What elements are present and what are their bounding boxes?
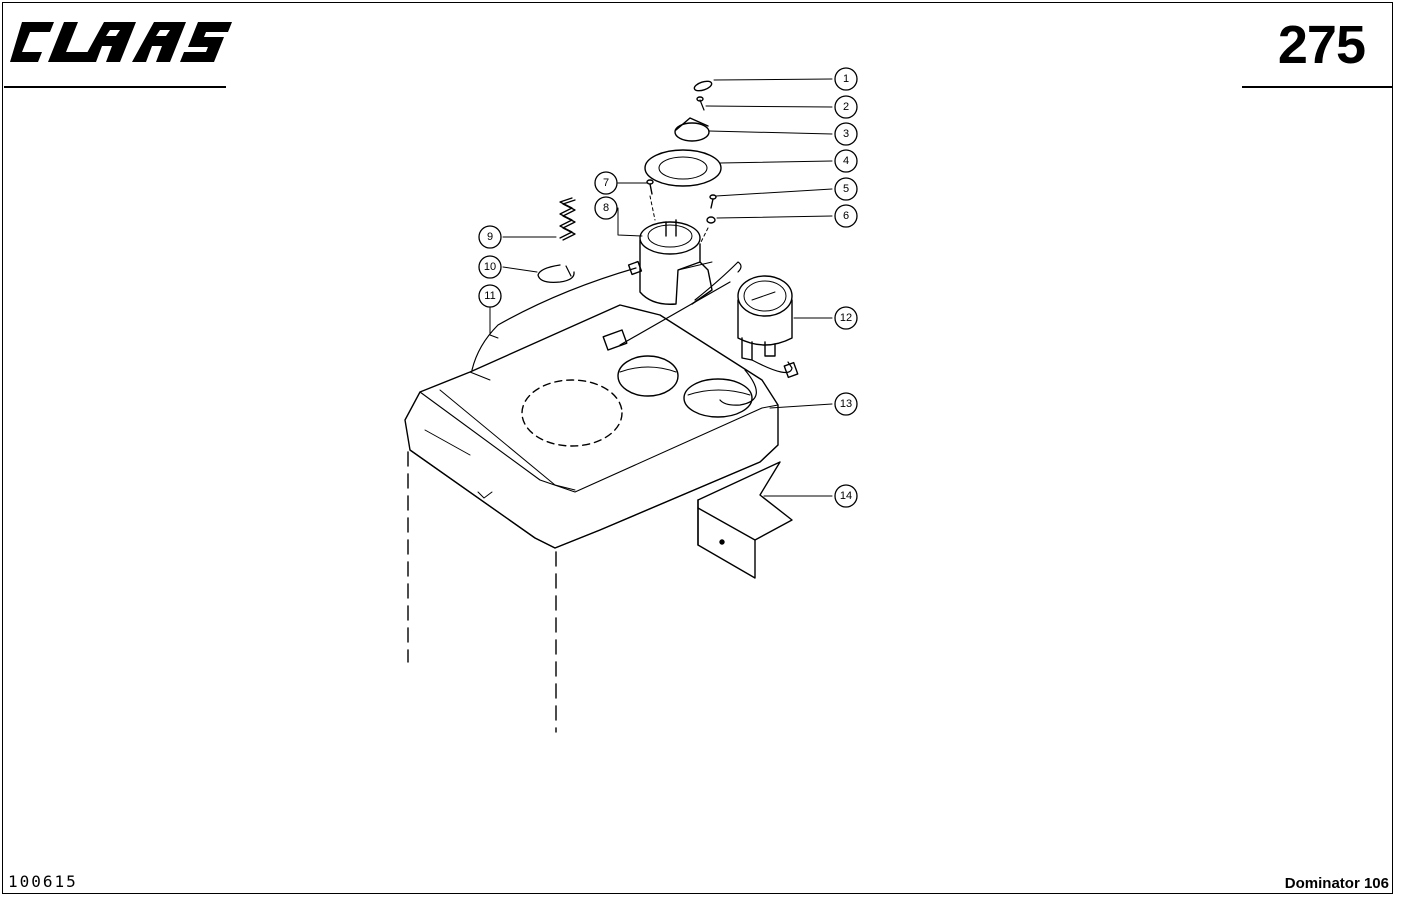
callout-number: 8 xyxy=(603,202,609,214)
page-number: 275 xyxy=(1277,15,1366,75)
callout-number: 14 xyxy=(840,490,852,502)
callout-number: 4 xyxy=(843,155,849,167)
document-code: 100615 xyxy=(8,872,78,891)
callout-4 xyxy=(834,149,858,173)
callout-number: 7 xyxy=(603,177,609,189)
small-gauge xyxy=(719,275,799,406)
callout-number: 2 xyxy=(843,101,849,113)
washer-6 xyxy=(706,216,716,224)
claas-logo xyxy=(10,22,232,62)
callout-number: 10 xyxy=(484,261,496,273)
header-rule-right xyxy=(1242,86,1392,88)
callout-number: 1 xyxy=(843,73,849,85)
callout-1 xyxy=(834,67,858,91)
dashboard-cover xyxy=(404,304,779,733)
callout-number: 12 xyxy=(840,312,852,324)
callout-7 xyxy=(594,171,618,195)
knob xyxy=(674,117,710,142)
callout-number: 5 xyxy=(843,183,849,195)
callout-12 xyxy=(834,306,858,330)
callout-5 xyxy=(834,177,858,201)
spring xyxy=(559,197,576,241)
main-instrument xyxy=(471,219,742,371)
callout-10 xyxy=(478,255,502,279)
callout-number: 3 xyxy=(843,128,849,140)
screw-7 xyxy=(646,179,654,195)
callout-number: 11 xyxy=(484,290,495,302)
callout-14 xyxy=(834,484,858,508)
screw-2 xyxy=(696,96,705,111)
seal-1 xyxy=(693,80,713,92)
callout-6 xyxy=(834,204,858,228)
callout-8 xyxy=(594,196,618,220)
callout-13 xyxy=(834,392,858,416)
callout-9 xyxy=(478,225,502,249)
callout-number: 9 xyxy=(487,231,493,243)
bracket xyxy=(697,461,793,579)
callout-3 xyxy=(834,122,858,146)
callout-2 xyxy=(834,95,858,119)
callout-number: 13 xyxy=(840,398,852,410)
header-rule-left xyxy=(4,86,226,88)
bezel-ring xyxy=(644,149,722,187)
screw-5 xyxy=(709,194,717,209)
callout-number: 6 xyxy=(843,210,849,222)
callout-11 xyxy=(478,284,502,308)
snap-ring xyxy=(537,264,575,283)
model-name: Dominator 106 xyxy=(1284,875,1389,892)
leader-lines xyxy=(489,78,833,497)
